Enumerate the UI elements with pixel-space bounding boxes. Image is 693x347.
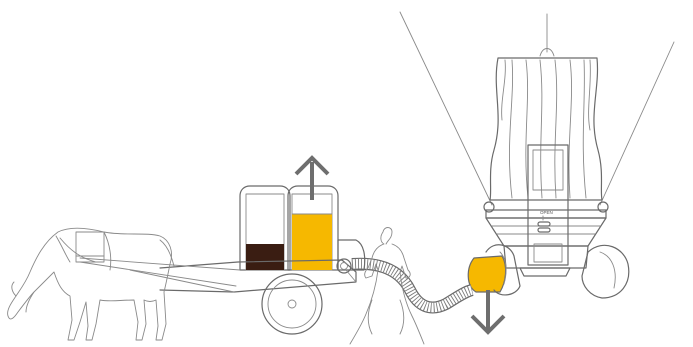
cart-wheel: [262, 274, 322, 334]
flexible-hose: [352, 264, 472, 308]
down-arrow: [472, 290, 504, 332]
suspension-cables: [400, 12, 674, 205]
horse: [8, 228, 174, 340]
open-label: OPEN: [540, 210, 553, 215]
right-discharge-spout: [582, 245, 629, 298]
left-discharge-spout: [468, 245, 520, 295]
cart-bins: [240, 186, 365, 270]
discharge-hopper: OPEN: [486, 145, 606, 276]
bulk-bag: [484, 49, 608, 213]
